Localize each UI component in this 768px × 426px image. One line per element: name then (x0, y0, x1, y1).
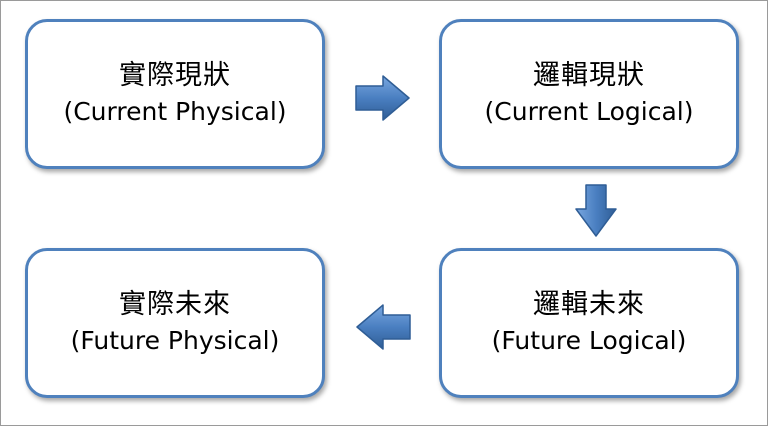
current-physical-box: 實際現狀 (Current Physical) (25, 19, 325, 169)
future-logical-box: 邏輯未來 (Future Logical) (439, 248, 739, 398)
future-logical-title-en: (Future Logical) (491, 326, 687, 355)
current-logical-title-en: (Current Logical) (484, 97, 694, 126)
current-physical-title-zh: 實際現狀 (119, 60, 231, 91)
future-physical-box: 實際未來 (Future Physical) (25, 248, 325, 398)
arrow-down-icon (575, 184, 617, 237)
future-physical-title-en: (Future Physical) (70, 326, 280, 355)
future-physical-title-zh: 實際未來 (119, 289, 231, 320)
current-logical-title-zh: 邏輯現狀 (533, 60, 645, 91)
arrow-right-icon (355, 75, 410, 121)
future-logical-title-zh: 邏輯未來 (533, 289, 645, 320)
current-logical-box: 邏輯現狀 (Current Logical) (439, 19, 739, 169)
current-physical-title-en: (Current Physical) (63, 97, 287, 126)
arrow-left-icon (356, 304, 411, 350)
